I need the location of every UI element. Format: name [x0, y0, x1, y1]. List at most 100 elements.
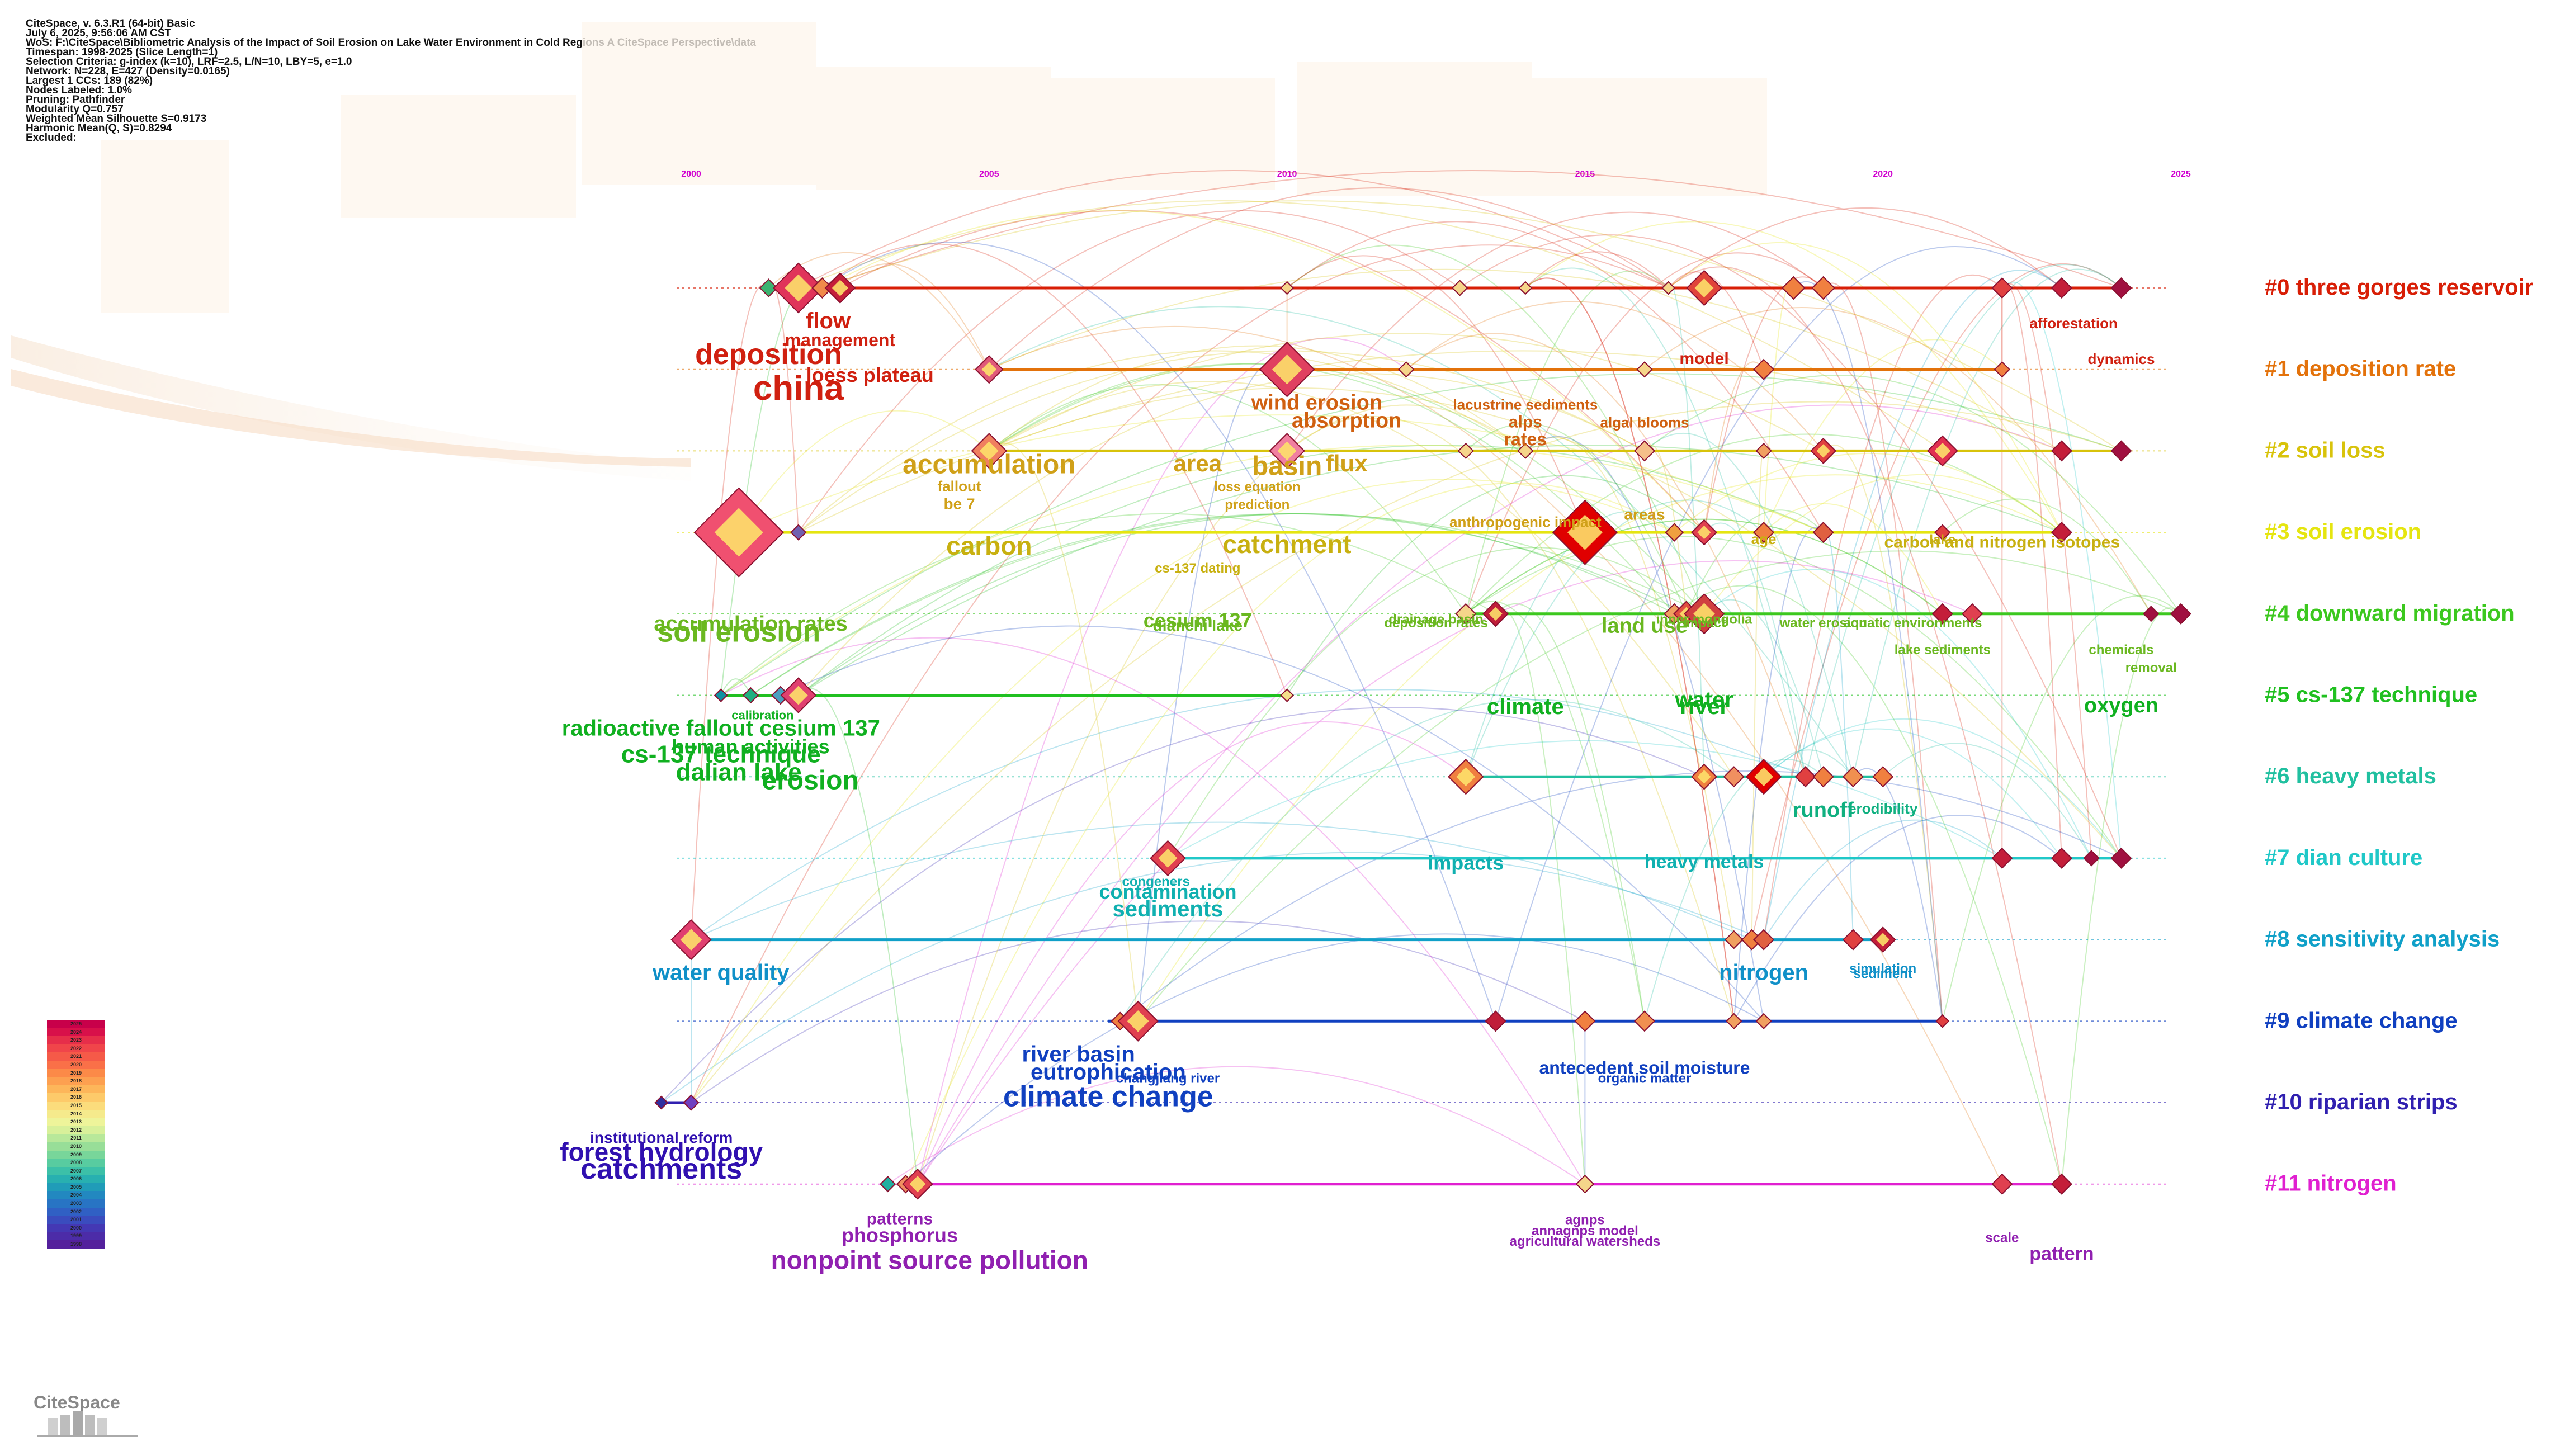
- link-arc: [691, 920, 1585, 1103]
- keyword-node: [1812, 522, 1834, 543]
- bg-wave: [11, 369, 691, 467]
- link-arc: [1763, 503, 1943, 614]
- keyword-label: basin: [1252, 452, 1322, 481]
- cluster-label: #7 dian culture: [2265, 845, 2422, 870]
- keyword-label: be 7: [944, 495, 975, 512]
- link-arc: [798, 350, 1526, 533]
- link-arc: [989, 325, 2003, 1185]
- link-arc: [1137, 550, 2181, 1022]
- keyword-node: [880, 1176, 896, 1193]
- keyword-node: [2051, 522, 2072, 543]
- legend-swatch: 2002: [47, 1207, 105, 1216]
- link-arc: [798, 445, 1824, 696]
- keyword-label: congeners: [1122, 874, 1189, 890]
- link-arc: [1643, 759, 1824, 1022]
- link-arc: [738, 414, 1824, 533]
- link-arc: [1525, 277, 1735, 1022]
- keyword-label: water: [1674, 687, 1733, 712]
- cluster-label: #11 nitrogen: [2265, 1171, 2397, 1196]
- info-line: Modularity Q=0.757: [26, 103, 124, 115]
- link-arc: [691, 689, 1806, 940]
- bg-panel: [101, 140, 229, 313]
- link-arc: [720, 373, 2122, 696]
- link-arc: [989, 187, 1669, 370]
- link-arc: [839, 210, 1705, 533]
- keyword-label: age: [1751, 531, 1777, 547]
- info-line: CiteSpace, v. 6.3.R1 (64-bit) Basic: [26, 18, 195, 30]
- info-line: Pruning: Pathfinder: [26, 94, 125, 106]
- keyword-label: carbon: [946, 531, 1032, 560]
- keyword-label: erodibility: [1848, 800, 1918, 817]
- keyword-label: river basin: [1022, 1042, 1135, 1066]
- link-arc: [1167, 547, 1705, 859]
- keyword-label: model: [1679, 349, 1728, 368]
- keyword-node: [1398, 361, 1415, 378]
- link-arc: [989, 333, 1824, 452]
- link-arc: [2001, 281, 2122, 858]
- legend-swatch: 2014: [47, 1109, 105, 1118]
- keyword-label: scale: [1985, 1231, 2019, 1246]
- keyword-node: [2170, 603, 2192, 625]
- info-line: WoS: F:\CiteSpace\Bibliometric Analysis …: [26, 37, 756, 49]
- cluster-labels: #0 three gorges reservoir#1 deposition r…: [2265, 275, 2533, 1196]
- keyword-node: [1753, 358, 1775, 380]
- link-arc: [1119, 699, 1735, 1022]
- link-arc: [989, 381, 1735, 777]
- logo-text: CiteSpace: [34, 1392, 120, 1412]
- bg-panel: [816, 67, 1051, 190]
- legend-swatch: 2008: [47, 1159, 105, 1167]
- link-arc: [798, 170, 1669, 289]
- link-arc: [1703, 522, 1806, 777]
- link-arc: [917, 721, 1466, 1185]
- link-arc: [989, 363, 1675, 614]
- link-arc: [1406, 301, 1824, 452]
- cluster-label: #1 deposition rate: [2265, 357, 2456, 381]
- legend-swatch: 2013: [47, 1118, 105, 1126]
- info-line: Nodes Labeled: 1.0%: [26, 84, 133, 96]
- keyword-node: [1991, 277, 2013, 299]
- link-arc: [1495, 603, 1645, 1022]
- keyword-label: catchment: [1223, 530, 1352, 559]
- keyword-node: [1665, 523, 1684, 542]
- link-arc: [1465, 423, 1687, 614]
- keyword-label: carbon and nitrogen isotopes: [1884, 533, 2120, 551]
- background-waves: [11, 22, 1767, 481]
- info-line: Timespan: 1998-2025 (Slice Length=1): [26, 46, 218, 58]
- keyword-node-core: [1489, 607, 1503, 621]
- keyword-label: loess plateau: [806, 363, 934, 386]
- keyword-node: [1782, 276, 1806, 300]
- info-line: July 6, 2025, 9:56:06 AM CST: [26, 27, 172, 39]
- keyword-node: [1723, 766, 1745, 788]
- link-arc: [1733, 527, 1824, 1022]
- bg-panel: [1532, 78, 1767, 196]
- keyword-node: [2051, 847, 2072, 869]
- link-arc: [1286, 244, 1705, 614]
- keyword-node-core: [680, 929, 702, 951]
- link-arc: [1703, 599, 1824, 777]
- link-arc: [1852, 268, 2122, 777]
- link-arc: [1751, 263, 2122, 940]
- link-arc: [989, 387, 2122, 859]
- link-arc: [1286, 475, 1705, 696]
- link-arc: [989, 268, 2062, 452]
- link-arc: [720, 678, 752, 696]
- keyword-node-core: [1158, 848, 1178, 868]
- keyword-label: changjiang river: [1116, 1071, 1220, 1086]
- keyword-label: radioactive fallout cesium 137: [562, 716, 880, 741]
- keyword-label: chemicals: [2089, 642, 2153, 658]
- link-arc: [750, 513, 1704, 696]
- keyword-label: fallout: [938, 478, 981, 494]
- keyword-label: inner mongolia: [1656, 612, 1753, 627]
- keyword-node-core: [1567, 514, 1603, 550]
- keyword-node: [1661, 281, 1675, 295]
- link-arc: [691, 244, 1669, 1103]
- keyword-node: [683, 1094, 700, 1111]
- keyword-label: forest hydrology: [560, 1137, 763, 1166]
- legend-swatch: 2024: [47, 1028, 105, 1037]
- link-arc: [798, 688, 918, 1184]
- legend-swatch: 2020: [47, 1060, 105, 1069]
- link-arc: [1525, 267, 1806, 777]
- link-arc: [691, 284, 769, 940]
- year-tick-label: 2000: [681, 169, 701, 179]
- link-arc: [691, 479, 1675, 1103]
